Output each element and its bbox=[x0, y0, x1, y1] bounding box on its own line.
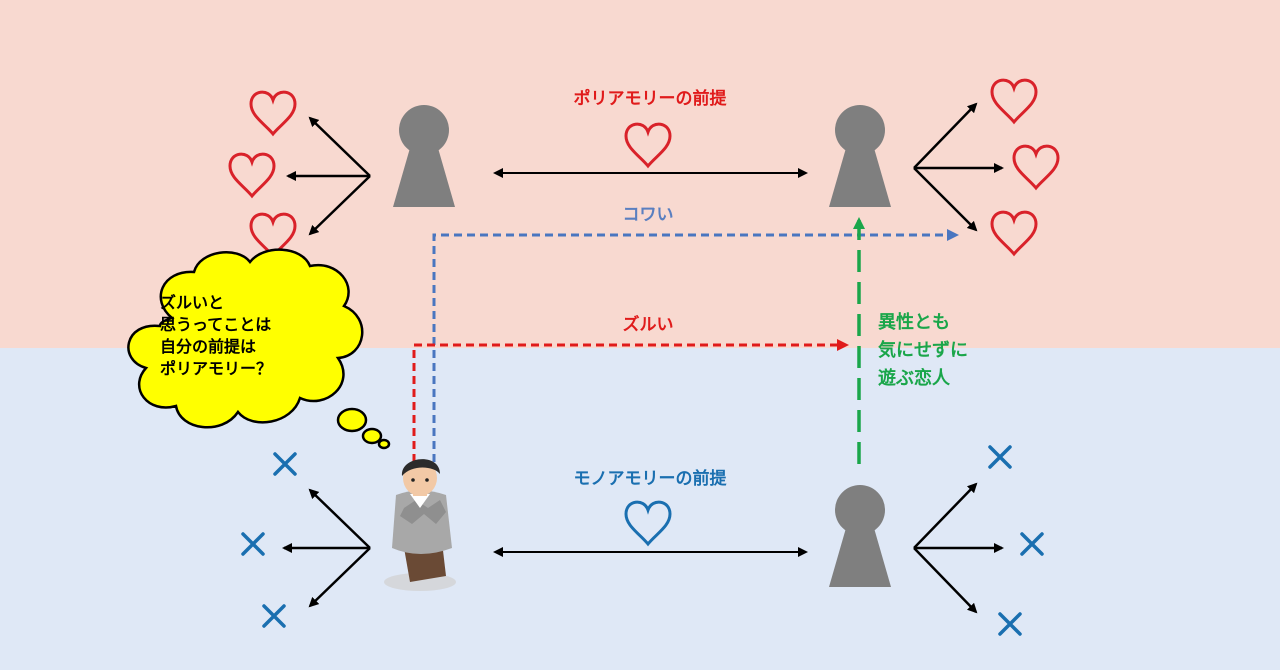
polyamory-premise-label: ポリアモリーの前提 bbox=[574, 88, 728, 109]
bubble-line-4: ポリアモリー？ bbox=[160, 359, 272, 378]
fan-arrows-top-left bbox=[286, 116, 371, 236]
fan-arrows-bottom-right bbox=[913, 482, 1004, 614]
person-silhouette-icon bbox=[829, 105, 891, 207]
bubble-line-2: 思うってことは bbox=[160, 315, 271, 334]
green-note-line-2: 気にせずに bbox=[878, 339, 968, 361]
bubble-line-1: ズルいと bbox=[160, 293, 224, 312]
fan-arrows-bottom-left bbox=[282, 488, 371, 608]
zurui-dashed-arrow bbox=[412, 339, 849, 462]
thought-bubble-icon bbox=[127, 248, 391, 450]
kowai-label: コワい bbox=[623, 205, 674, 225]
monoamory-premise-label: モノアモリーの前提 bbox=[574, 468, 728, 489]
green-note-line-3: 遊ぶ恋人 bbox=[878, 367, 951, 389]
green-note-line-1: 異性とも bbox=[878, 311, 950, 333]
bubble-line-3: 自分の前提は bbox=[160, 337, 256, 356]
person-silhouette-icon bbox=[393, 105, 455, 207]
man-figure-icon bbox=[384, 459, 456, 591]
kowai-dashed-arrow bbox=[432, 229, 959, 462]
person-silhouette-icon bbox=[829, 485, 891, 587]
zurui-label: ズルい bbox=[623, 314, 674, 335]
fan-arrows-top-right bbox=[913, 102, 1004, 232]
